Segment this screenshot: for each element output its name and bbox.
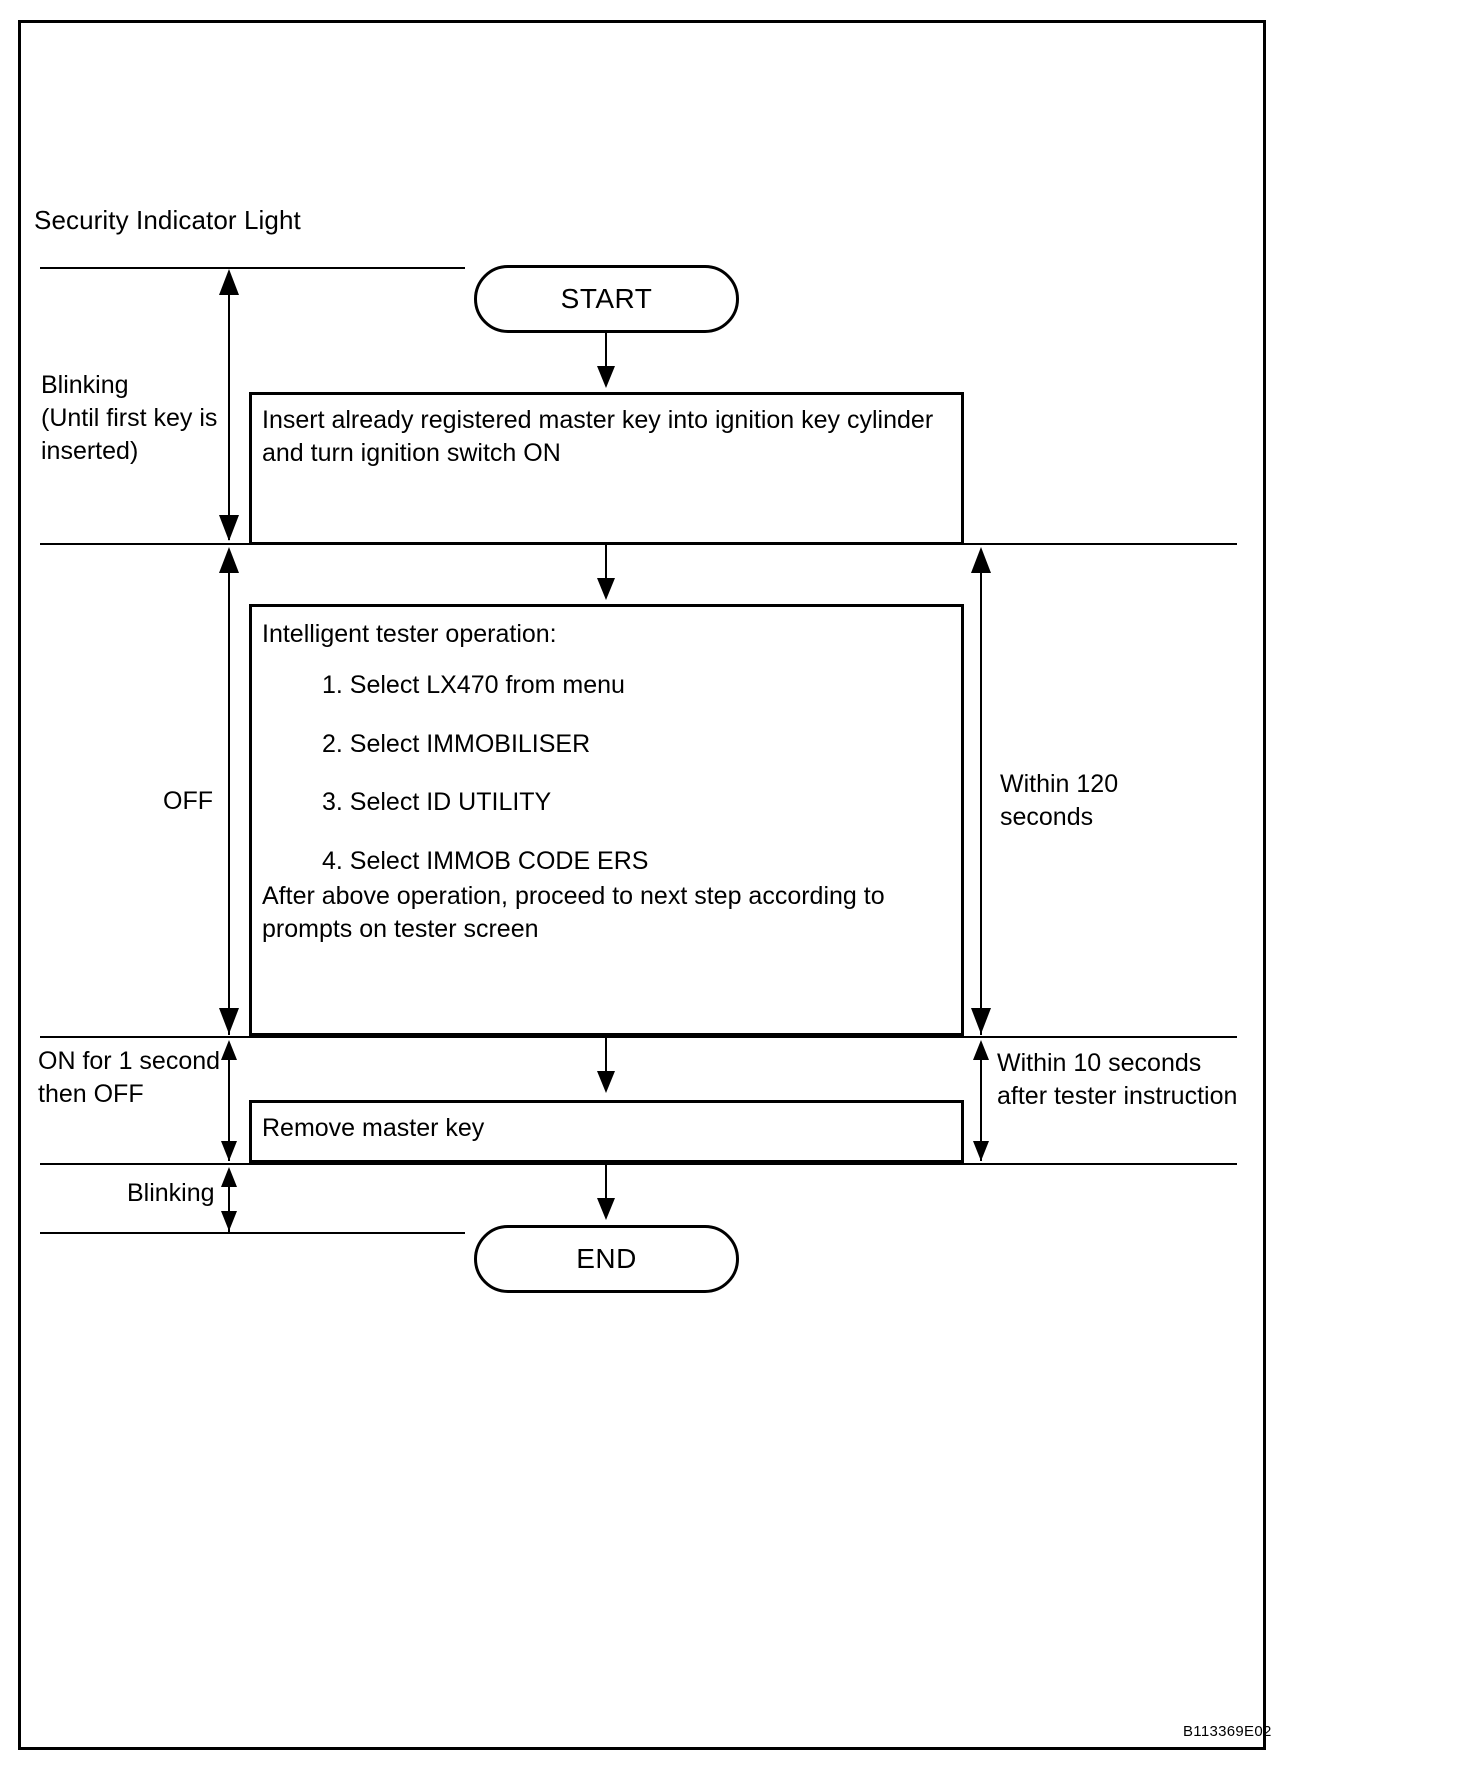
dim-arrowhead-down-on1s — [221, 1141, 237, 1161]
dim-arrowhead-down-blinking-first — [219, 515, 239, 541]
dim-arrowhead-down-within120 — [971, 1008, 991, 1034]
indicator-state-blinking-first-line2: (Until first key is — [41, 404, 218, 432]
process-box-remove-key-line1: Remove master key — [262, 1114, 485, 1142]
process-box-insert-key-line2: and turn ignition switch ON — [262, 439, 561, 467]
dim-line-off — [228, 550, 230, 1035]
arrowhead-remove-key-to-end — [597, 1198, 615, 1220]
dim-arrowhead-down-within10 — [973, 1141, 989, 1161]
dim-arrowhead-down-blinking — [221, 1211, 237, 1231]
process-box-insert-key-line1: Insert already registered master key int… — [262, 406, 934, 434]
dim-arrowhead-down-off — [219, 1008, 239, 1034]
state-divider-3 — [40, 1163, 1237, 1165]
indicator-state-on1s-line2: then OFF — [38, 1080, 144, 1108]
arrowhead-tester-to-remove-key — [597, 1071, 615, 1093]
tester-step-1: 1. Select LX470 from menu — [322, 671, 625, 699]
state-divider-top — [40, 267, 465, 269]
indicator-state-off: OFF — [163, 787, 213, 815]
process-box-tester-note-line2: prompts on tester screen — [262, 915, 539, 943]
timing-within120-line2: seconds — [1000, 803, 1094, 831]
connector-tester-to-remove-key — [605, 1038, 607, 1080]
process-box-insert-key[interactable]: Insert already registered master key int… — [249, 392, 964, 545]
tester-step-2: 2. Select IMMOBILISER — [322, 729, 591, 758]
timing-within10-line2: after tester instruction — [997, 1082, 1238, 1110]
start-terminator[interactable]: START — [474, 265, 739, 333]
indicator-state-blinking: Blinking — [127, 1179, 215, 1207]
process-box-tester-heading: Intelligent tester operation: — [262, 620, 557, 648]
process-box-tester-operation[interactable]: Intelligent tester operation: 1. Select … — [249, 604, 964, 1036]
timing-within10-line1: Within 10 seconds — [997, 1049, 1202, 1077]
arrowhead-insert-key-to-tester — [597, 578, 615, 600]
connector-remove-key-to-end — [605, 1165, 607, 1207]
figure-code: B113369E02 — [1183, 1723, 1272, 1740]
arrowhead-start-to-insert-key — [597, 366, 615, 388]
tester-step-list: 1. Select LX470 from menu 2. Select IMMO… — [322, 669, 648, 903]
dim-line-blinking — [228, 1170, 230, 1232]
indicator-state-blinking-first-line1: Blinking — [41, 371, 129, 399]
connector-insert-key-to-tester — [605, 545, 607, 587]
indicator-state-blinking-first-line3: inserted) — [41, 437, 139, 465]
connector-start-to-insert-key — [605, 333, 607, 375]
process-box-tester-note-line1: After above operation, proceed to next s… — [262, 882, 885, 910]
dim-line-blinking-first — [228, 272, 230, 540]
dim-line-on1s — [228, 1043, 230, 1161]
tester-step-4: 4. Select IMMOB CODE ERS — [322, 846, 649, 875]
tester-step-3: 3. Select ID UTILITY — [322, 788, 552, 816]
end-terminator[interactable]: END — [474, 1225, 739, 1293]
dim-line-within10 — [980, 1043, 982, 1161]
state-divider-bottom — [40, 1232, 465, 1234]
page-title: Security Indicator Light — [34, 205, 301, 235]
process-box-remove-key[interactable]: Remove master key — [249, 1100, 964, 1163]
indicator-state-on1s-line1: ON for 1 second — [38, 1047, 221, 1075]
state-divider-2 — [40, 1036, 1237, 1038]
timing-within120-line1: Within 120 — [1000, 770, 1119, 798]
page-border — [18, 20, 1266, 1750]
dim-line-within120 — [980, 550, 982, 1035]
